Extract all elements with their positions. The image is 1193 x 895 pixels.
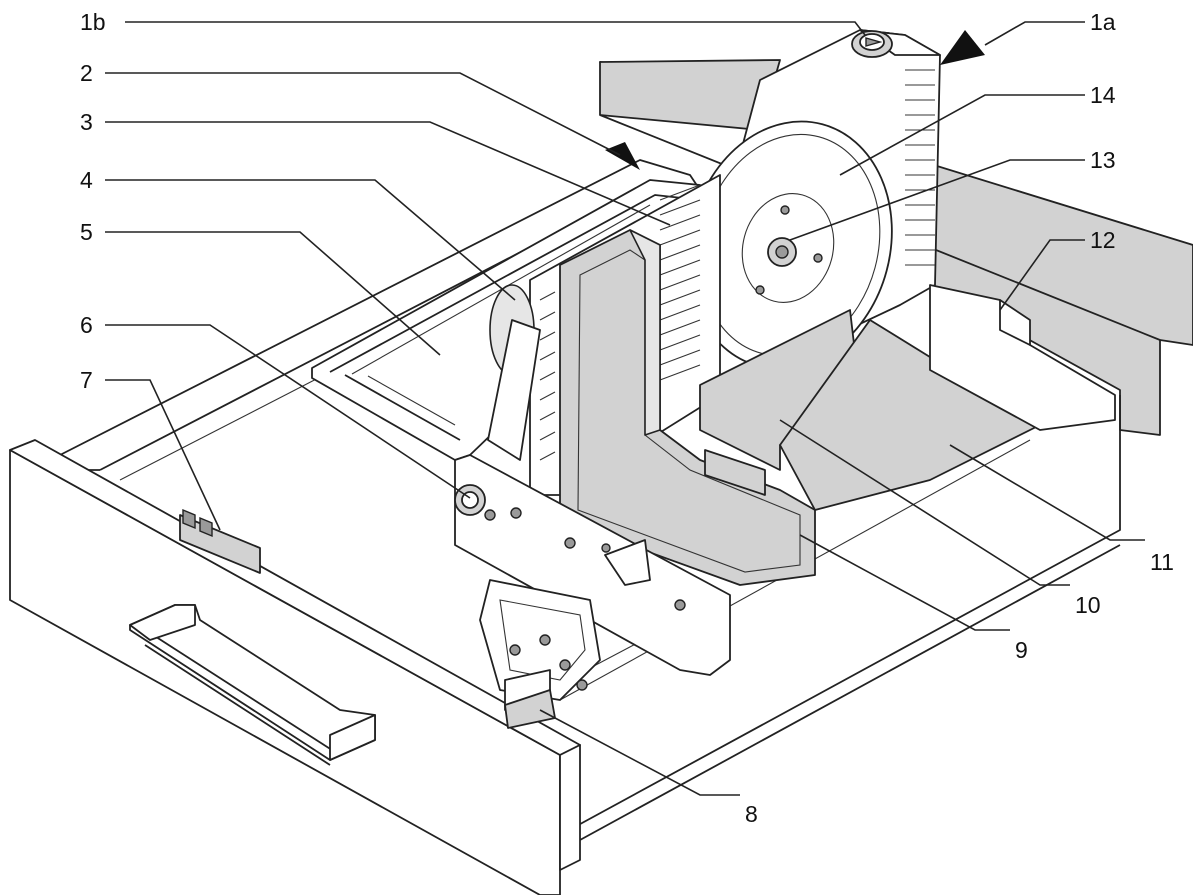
callout-3: 3 (80, 109, 93, 135)
part-9-carriage (559, 229, 816, 586)
leader-12 (999, 239, 1085, 311)
leader-14 (839, 94, 1085, 176)
callout-labels: 1b 1a 2 14 3 13 4 5 12 6 7 11 10 9 8 (80, 9, 1174, 827)
leader-13 (789, 159, 1085, 241)
part-1b-switch[interactable] (851, 30, 893, 58)
leader-1a (984, 21, 1085, 46)
leader-4 (105, 179, 516, 301)
callout-9: 9 (1015, 637, 1028, 663)
leader-6 (105, 324, 471, 499)
part-7-latch (179, 508, 261, 574)
callout-1a: 1a (1090, 9, 1116, 35)
part-11-carriage-tray (779, 319, 1041, 511)
callout-8: 8 (745, 801, 758, 827)
callout-6: 6 (80, 312, 93, 338)
leader-1b (125, 21, 866, 36)
callout-13: 13 (1090, 147, 1116, 173)
leader-8 (539, 709, 740, 796)
callout-14: 14 (1090, 82, 1116, 108)
leader-3 (105, 121, 671, 226)
plate-hatching (539, 184, 701, 461)
leader-lines (105, 21, 1145, 796)
direction-arrows (605, 30, 985, 170)
callout-5: 5 (80, 219, 93, 245)
callout-1b: 1b (80, 9, 106, 35)
part-12-rail (929, 284, 1116, 431)
callout-4: 4 (80, 167, 93, 193)
part-4-adjuster-knob[interactable] (487, 284, 541, 461)
arrow-2 (605, 142, 640, 170)
drawer-handle[interactable] (129, 604, 376, 766)
callout-12: 12 (1090, 227, 1116, 253)
drawer-front (9, 439, 581, 895)
arrow-1a (940, 30, 985, 65)
callout-2: 2 (80, 60, 93, 86)
part-8-slide-mechanism (479, 579, 601, 729)
part-14-blade (687, 120, 893, 370)
leader-9 (799, 534, 1010, 631)
leader-2 (105, 72, 621, 156)
part-13-blade-hub[interactable] (767, 237, 797, 267)
callout-7: 7 (80, 367, 93, 393)
leader-7 (105, 379, 221, 531)
leader-11 (949, 444, 1145, 541)
callout-10: 10 (1075, 592, 1101, 618)
leader-10 (779, 419, 1070, 586)
leader-5 (105, 231, 441, 356)
callout-11: 11 (1150, 549, 1174, 575)
